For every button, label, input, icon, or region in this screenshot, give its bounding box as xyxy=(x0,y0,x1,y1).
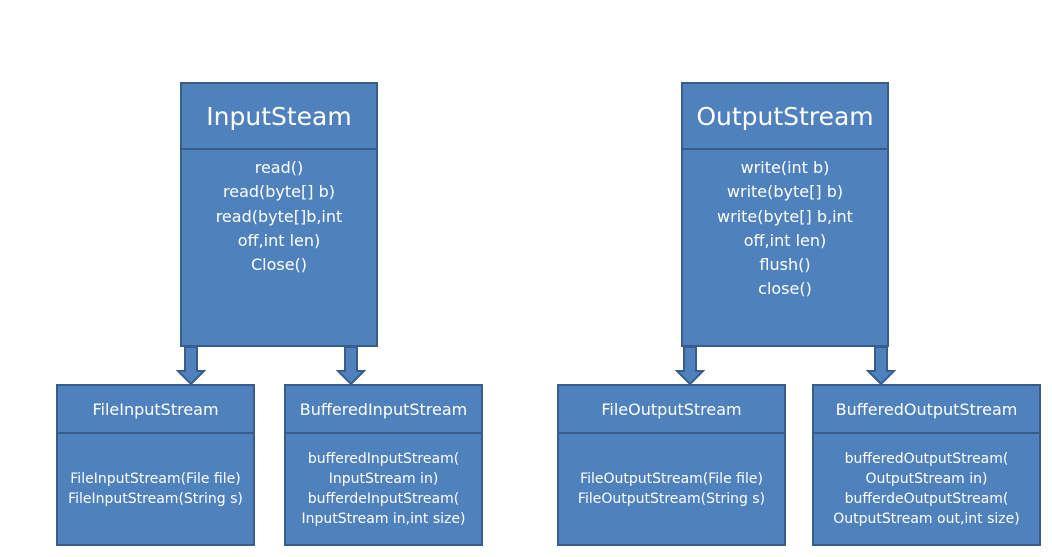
buffered-input-stream-box: BufferedInputStream bufferedInputStream(… xyxy=(284,384,483,546)
output-stream-methods: write(int b) write(byte[] b) write(byte[… xyxy=(683,150,887,345)
method-read-bytes: read(byte[] b) xyxy=(223,182,335,202)
method-close: close() xyxy=(758,279,812,299)
method-write-bytes-offset-line1: write(byte[] b,int xyxy=(717,206,853,226)
file-output-stream-title: FileOutputStream xyxy=(559,386,784,434)
constructor-outputstream-line2: OutputStream in) xyxy=(865,471,988,487)
arrow-output-to-fileoutput xyxy=(674,346,706,386)
input-stream-title: InputSteam xyxy=(182,84,376,150)
method-read: read() xyxy=(254,158,304,177)
constructor-file: FileInputStream(File file) xyxy=(70,471,241,487)
method-close: Close() xyxy=(250,255,308,275)
method-write-bytes-offset-line2: off,int len) xyxy=(743,230,827,250)
constructor-inputstream-line2: InputStream in) xyxy=(328,471,439,487)
output-stream-box: OutputStream write(int b) write(byte[] b… xyxy=(681,82,889,347)
file-output-stream-box: FileOutputStream FileOutputStream(File f… xyxy=(557,384,786,546)
buffered-input-stream-methods: bufferedInputStream( InputStream in) buf… xyxy=(286,434,481,544)
arrow-output-to-bufferedoutput xyxy=(865,346,897,386)
constructor-outputstream-line1: bufferedOutputStream( xyxy=(844,451,1009,467)
method-read-bytes-offset-line2: off,int len) xyxy=(237,230,321,250)
buffered-output-stream-methods: bufferedOutputStream( OutputStream in) b… xyxy=(814,434,1039,544)
arrow-input-to-fileinput xyxy=(175,346,207,386)
constructor-string: FileOutputStream(String s) xyxy=(577,491,766,507)
constructor-outputstream-size-line2: OutputStream out,int size) xyxy=(833,511,1020,527)
method-flush: flush() xyxy=(759,255,811,275)
file-input-stream-methods: FileInputStream(File file) FileInputStre… xyxy=(58,434,253,544)
constructor-inputstream-size-line2: InputStream in,int size) xyxy=(301,511,466,527)
constructor-string: FileInputStream(String s) xyxy=(68,491,243,507)
method-read-bytes-offset-line1: read(byte[]b,int xyxy=(215,206,343,226)
buffered-output-stream-box: BufferedOutputStream bufferedOutputStrea… xyxy=(812,384,1041,546)
constructor-inputstream-line1: bufferedInputStream( xyxy=(307,451,460,467)
buffered-output-stream-title: BufferedOutputStream xyxy=(814,386,1039,434)
file-input-stream-title: FileInputStream xyxy=(58,386,253,434)
input-stream-methods: read() read(byte[] b) read(byte[]b,int o… xyxy=(182,150,376,345)
method-write-bytes: write(byte[] b) xyxy=(726,182,844,202)
constructor-outputstream-size-line1: bufferdeOutputStream( xyxy=(844,491,1009,507)
file-output-stream-methods: FileOutputStream(File file) FileOutputSt… xyxy=(559,434,784,544)
input-stream-box: InputSteam read() read(byte[] b) read(by… xyxy=(180,82,378,347)
constructor-inputstream-size-line1: bufferdeInputStream( xyxy=(307,491,460,507)
constructor-file: FileOutputStream(File file) xyxy=(580,471,763,487)
arrow-input-to-bufferedinput xyxy=(335,346,367,386)
method-write-int: write(int b) xyxy=(740,158,830,177)
file-input-stream-box: FileInputStream FileInputStream(File fil… xyxy=(56,384,255,546)
buffered-input-stream-title: BufferedInputStream xyxy=(286,386,481,434)
output-stream-title: OutputStream xyxy=(683,84,887,150)
